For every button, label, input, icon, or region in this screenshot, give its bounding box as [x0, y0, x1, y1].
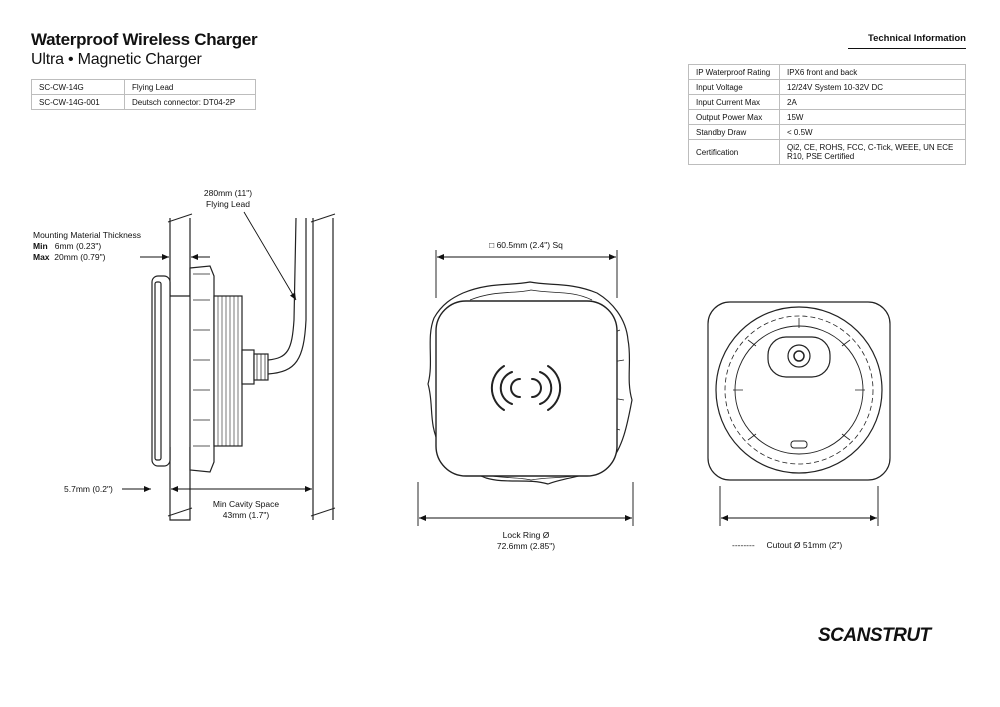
flying-lead-length: 280mm (11") [203, 188, 253, 198]
flying-lead-text: Flying Lead [206, 199, 250, 209]
offset-label: 5.7mm (0.2") [64, 484, 113, 494]
cavity-title: Min Cavity Space [212, 499, 280, 509]
table-row: SC-CW-14G Flying Lead [31, 79, 256, 95]
wireless-charging-icon [490, 365, 562, 411]
lock-ring-label: Lock Ring Ø 72.6mm (2.85") [476, 530, 576, 552]
max-key: Max [33, 252, 50, 262]
cavity-label: Min Cavity Space 43mm (1.7") [196, 499, 296, 521]
page-title: Waterproof Wireless Charger [31, 30, 258, 49]
spec-key: Certification [688, 139, 780, 165]
side-view [151, 213, 336, 521]
flying-lead-label: 280mm (11") Flying Lead [186, 188, 270, 210]
cutout-label: -------- Cutout Ø 51mm (2") [732, 540, 842, 551]
square-dimension-label: □ 60.5mm (2.4") Sq [489, 240, 563, 250]
cutout-text: Cutout Ø 51mm (2") [766, 540, 843, 550]
spec-value: Qi2, CE, ROHS, FCC, C-Tick, WEEE, UN ECE… [779, 139, 966, 165]
technical-heading: Technical Information [848, 33, 966, 49]
flying-lead-leader [243, 211, 297, 301]
front-view [427, 281, 633, 485]
min-key: Min [33, 241, 48, 251]
model-table: SC-CW-14G Flying Lead SC-CW-14G-001 Deut… [31, 79, 256, 110]
lock-ring-value: 72.6mm (2.85") [496, 541, 556, 551]
table-row: SC-CW-14G-001 Deutsch connector: DT04-2P [31, 94, 256, 110]
page-subtitle: Ultra • Magnetic Charger [31, 51, 202, 68]
lock-ring-title: Lock Ring Ø [502, 530, 550, 540]
max-value: 20mm (0.79") [54, 252, 106, 262]
rear-view [707, 301, 891, 481]
mounting-thickness-title: Mounting Material Thickness [33, 230, 142, 240]
scanstrut-logo: SCANSTRUT [818, 625, 931, 646]
min-value: 6mm (0.23") [54, 241, 102, 251]
model-code: SC-CW-14G-001 [31, 94, 125, 110]
model-description: Deutsch connector: DT04-2P [124, 94, 256, 110]
mounting-thickness-label: Mounting Material Thickness Min 6mm (0.2… [33, 230, 141, 263]
cutout-dashes: -------- [732, 540, 755, 550]
cavity-value: 43mm (1.7") [222, 510, 270, 520]
